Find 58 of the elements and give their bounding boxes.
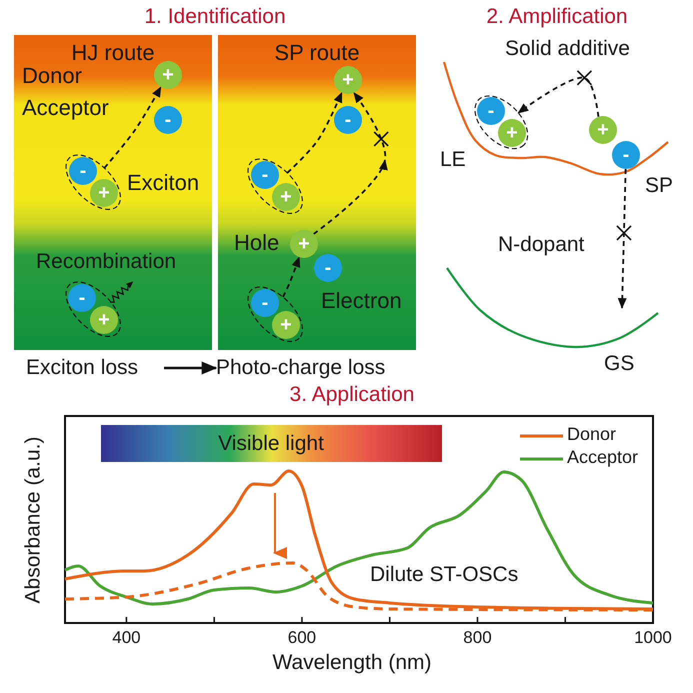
tick-label: 400 xyxy=(112,629,141,648)
exciton-outline xyxy=(472,94,530,150)
tick-label: 800 xyxy=(463,629,492,648)
legend-label: Donor xyxy=(567,425,616,445)
node-caption: Exciton xyxy=(127,171,200,196)
negative-charge: - xyxy=(612,141,640,169)
node-caption: Hole xyxy=(234,231,280,256)
tick-label: 1000 xyxy=(634,629,672,648)
positive-charge: + xyxy=(498,118,526,147)
positive-charge: + xyxy=(90,178,118,207)
annotation: Dilute ST-OSCs xyxy=(370,563,518,586)
exciton-outline xyxy=(246,156,304,216)
exciton-outline xyxy=(246,284,304,344)
arrow xyxy=(282,256,300,298)
arrow xyxy=(104,86,162,169)
section-title: 1. Identification xyxy=(144,5,286,28)
stage-label: Photo-charge loss xyxy=(216,355,428,381)
positive-charge: + xyxy=(90,306,118,334)
process-label: Recombination xyxy=(36,250,176,274)
stage-label: Exciton loss xyxy=(26,355,164,381)
section-title: 3. Application xyxy=(290,383,414,406)
negative-charge: - xyxy=(334,106,362,134)
negative-charge: - xyxy=(250,288,279,317)
tick-label: 600 xyxy=(288,629,316,648)
state-label: GS xyxy=(604,352,634,376)
panel-title: SP route xyxy=(273,41,361,66)
negative-charge: - xyxy=(476,96,505,125)
route-panel xyxy=(218,35,416,350)
axis-title: Wavelength (nm) xyxy=(272,651,432,674)
positive-charge: + xyxy=(589,116,617,144)
legend-label: Acceptor xyxy=(567,448,638,468)
positive-charge: + xyxy=(154,61,182,89)
arrow xyxy=(164,362,218,374)
route-panel xyxy=(14,35,212,350)
exciton-outline xyxy=(64,280,122,338)
negative-charge: - xyxy=(314,254,342,282)
edge-label: N-dopant xyxy=(498,233,584,256)
arrow xyxy=(618,168,627,309)
arrow xyxy=(313,92,388,235)
state-label: LE xyxy=(440,148,466,172)
negative-charge: - xyxy=(154,106,182,134)
section-title: 2. Amplification xyxy=(486,5,628,28)
negative-charge: - xyxy=(68,156,97,185)
arrow xyxy=(518,76,600,117)
negative-charge: - xyxy=(68,284,96,312)
positive-charge: + xyxy=(272,310,300,339)
axis-title: Absorbance (a.u.) xyxy=(21,436,45,604)
exciton-outline xyxy=(64,152,122,212)
layer-label: Acceptor xyxy=(22,96,109,120)
positive-charge: + xyxy=(334,66,362,94)
positive-charge: + xyxy=(272,182,300,211)
node-caption: Electron xyxy=(321,289,402,314)
arrow xyxy=(286,92,343,174)
negative-charge: - xyxy=(250,160,279,189)
layer-label: Donor xyxy=(22,64,82,88)
positive-charge: + xyxy=(290,230,318,258)
panel-title: HJ route xyxy=(70,41,156,66)
state-label: SP xyxy=(645,174,674,198)
